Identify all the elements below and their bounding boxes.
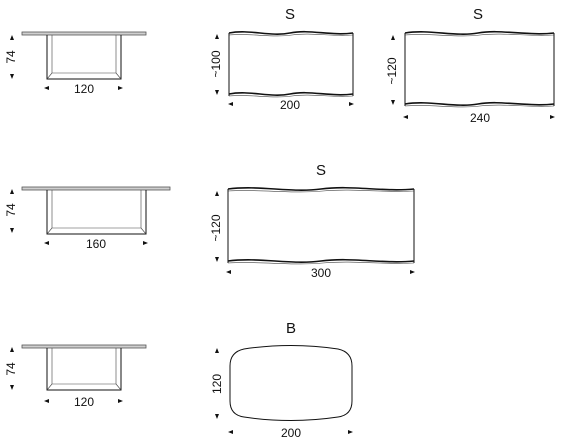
table-base-inner xyxy=(51,348,117,385)
top-view-s-200: S ~100 200 xyxy=(209,6,354,112)
arrow-right-icon xyxy=(143,241,148,245)
depth-label: ~100 xyxy=(209,50,223,77)
arrow-down-icon xyxy=(215,257,219,262)
arrow-right-icon xyxy=(118,399,123,403)
arrow-up-icon xyxy=(391,35,395,40)
top-view-b-200: B 120 200 xyxy=(210,320,353,440)
side-view-row3: 74 120 xyxy=(4,344,147,409)
arrow-up-icon xyxy=(10,189,14,194)
table-base-inner xyxy=(51,35,117,74)
arrow-up-icon xyxy=(215,348,219,353)
arrow-down-icon xyxy=(391,100,395,105)
arrow-down-icon xyxy=(215,90,219,95)
arrow-right-icon xyxy=(118,86,123,90)
arrow-left-icon xyxy=(44,399,49,403)
depth-label: ~120 xyxy=(385,57,399,84)
length-label: 300 xyxy=(311,266,331,280)
arrow-up-icon xyxy=(10,35,14,40)
height-label: 74 xyxy=(4,203,18,217)
side-view-row2: 74 160 xyxy=(4,186,171,251)
table-base-frame xyxy=(46,190,147,235)
top-view-s-300: S ~120 300 xyxy=(209,162,415,280)
depth-label: 120 xyxy=(210,374,224,394)
length-label: 240 xyxy=(470,111,490,125)
table-base-frame xyxy=(46,35,122,80)
shape-letter: S xyxy=(473,6,483,23)
arrow-left-icon xyxy=(403,115,408,119)
arrow-left-icon xyxy=(44,241,49,245)
height-label: 74 xyxy=(4,50,18,64)
depth-label: ~120 xyxy=(209,214,223,241)
arrow-down-icon xyxy=(10,228,14,233)
shape-letter: S xyxy=(285,6,295,23)
arrow-left-icon xyxy=(44,86,49,90)
tabletop-edge xyxy=(21,344,147,349)
arrow-up-icon xyxy=(215,191,219,196)
side-view-row1: 74 120 xyxy=(4,31,147,96)
shape-letter: B xyxy=(286,320,296,337)
barrel-tabletop-outline xyxy=(229,345,353,421)
arrow-right-icon xyxy=(349,102,354,106)
arrow-down-icon xyxy=(215,414,219,419)
arrow-up-icon xyxy=(215,34,219,39)
width-label: 120 xyxy=(74,395,94,409)
top-view-s-240: S ~120 240 xyxy=(385,6,555,125)
width-label: 120 xyxy=(74,82,94,96)
table-base-frame xyxy=(46,348,122,391)
arrow-left-icon xyxy=(228,430,233,434)
arrow-left-icon xyxy=(226,270,231,274)
width-label: 160 xyxy=(86,237,106,251)
height-label: 74 xyxy=(4,362,18,376)
tabletop-edge xyxy=(21,186,171,191)
arrow-down-icon xyxy=(10,74,14,79)
arrow-right-icon xyxy=(348,430,353,434)
table-base-inner xyxy=(51,190,142,229)
tabletop-edge xyxy=(21,31,147,36)
length-label: 200 xyxy=(280,98,300,112)
arrow-right-icon xyxy=(410,270,415,274)
arrow-down-icon xyxy=(10,385,14,390)
arrow-right-icon xyxy=(550,115,555,119)
length-label: 200 xyxy=(281,426,301,440)
shape-letter: S xyxy=(316,162,326,179)
arrow-left-icon xyxy=(228,102,233,106)
arrow-up-icon xyxy=(10,347,14,352)
